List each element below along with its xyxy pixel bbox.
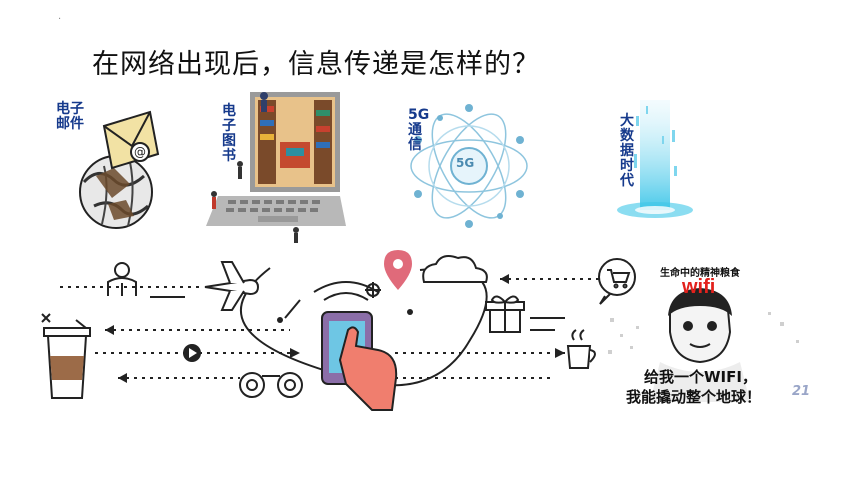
topic-ebook-label: 电子图书 xyxy=(222,103,236,164)
meme-line-1: 给我一个WIFI， xyxy=(644,368,757,386)
topic-5g-label-line2: 通信 xyxy=(408,122,422,153)
coffee-cup-icon xyxy=(43,319,91,399)
topic-5g-label: 5G 通信 xyxy=(408,108,429,153)
cloud-icon xyxy=(422,255,488,283)
wifi-meme: 生命中的精神粮食 wifi 给我一个WIFI， 我能撬动整个地球！ 21 xyxy=(600,262,820,422)
meme-watermark: 21 xyxy=(792,384,811,399)
topic-bigdata: 大数据时代 xyxy=(600,96,700,226)
data-beam-icon xyxy=(617,100,693,218)
topic-email-label-line2: 邮件 xyxy=(56,116,84,132)
shopping-cart-icon xyxy=(598,258,636,305)
svg-text:@: @ xyxy=(134,145,146,159)
topic-ebook: 电子图书 xyxy=(200,86,350,246)
topic-email: 电子 邮件 @ xyxy=(56,96,164,236)
slide-title: 在网络出现后，信息传递是怎样的？ xyxy=(92,49,540,80)
corner-dot: · xyxy=(58,14,62,25)
meme-caption-top: 生命中的精神粮食 xyxy=(660,268,740,279)
gift-icon xyxy=(485,295,525,333)
meme-wifi-text: wifi xyxy=(682,276,716,298)
hot-drink-icon xyxy=(566,329,596,369)
meme-line-2: 我能撬动整个地球！ xyxy=(626,388,762,406)
topic-5g-label-line1: 5G xyxy=(408,107,430,123)
binoculars-icon xyxy=(239,372,303,398)
5g-center-label: 5G xyxy=(456,156,475,170)
meme-face-icon xyxy=(608,288,799,402)
network-infographic xyxy=(41,250,636,411)
topic-email-label-line1: 电子 xyxy=(56,101,84,117)
topic-5g: 5G 5G 通信 xyxy=(404,96,534,236)
phone-touch-icon xyxy=(313,281,398,411)
user-icon xyxy=(107,262,137,296)
play-icon xyxy=(183,344,201,362)
laptop-library-icon xyxy=(206,92,346,243)
email-globe-icon: @ xyxy=(79,110,160,229)
topic-bigdata-label: 大数据时代 xyxy=(620,113,634,189)
airplane-icon xyxy=(204,261,260,311)
location-pin-icon xyxy=(384,250,412,290)
5g-network-icon xyxy=(410,104,528,228)
topic-email-label: 电子 邮件 xyxy=(56,102,84,132)
